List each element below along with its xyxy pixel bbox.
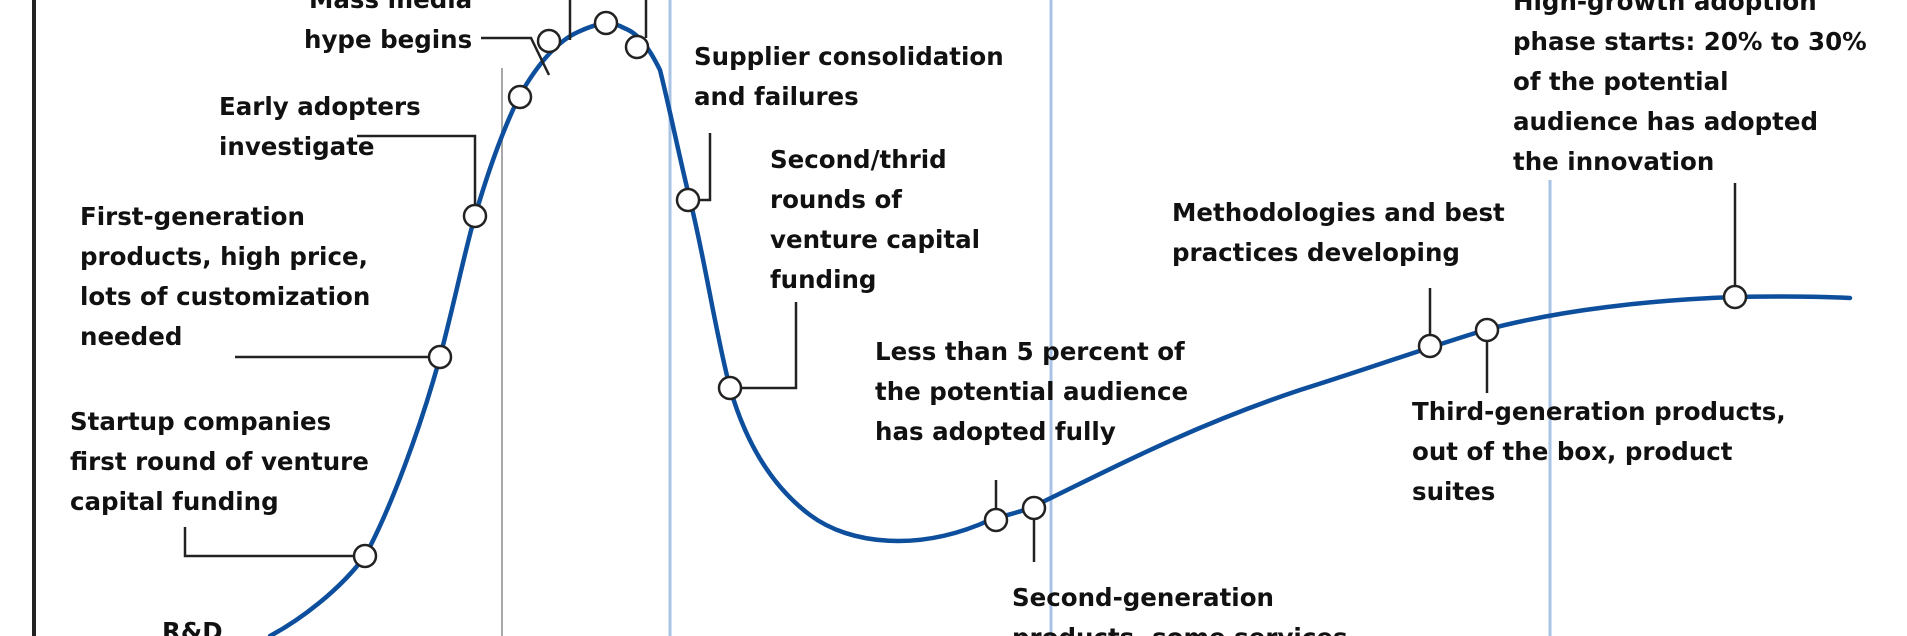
- annotation-line: audience has adopted: [1513, 107, 1819, 136]
- annotation-line: Less than 5 percent of: [875, 337, 1185, 366]
- marker-upper-right: [624, 34, 650, 60]
- marker-upper-left: [536, 28, 562, 54]
- annotation-line: Second-generation: [1012, 583, 1274, 612]
- annotation-line: Startup companies: [70, 407, 332, 436]
- annotation-early-adopters: Early adopters investigate: [219, 87, 421, 167]
- annotation-first-generation: First-generation products, high price, l…: [80, 197, 370, 357]
- leader-early-adopters: [357, 134, 477, 216]
- marker-early-adopters: [462, 203, 488, 229]
- annotation-line: needed: [80, 322, 183, 351]
- marker-second-third: [717, 375, 743, 401]
- annotation-line: Supplier consolidation: [694, 42, 1004, 71]
- marker-high-growth: [1722, 284, 1748, 310]
- annotation-line: phase starts: 20% to 30%: [1513, 27, 1867, 56]
- leader-mass-media: [481, 36, 551, 76]
- annotation-second-third: Second/thrid rounds of venture capital f…: [770, 140, 980, 300]
- annotation-line: rounds of: [770, 185, 902, 214]
- annotation-line: hype begins: [304, 25, 473, 54]
- annotation-line: venture capital: [770, 225, 981, 254]
- marker-third-generation: [1474, 317, 1500, 343]
- annotation-line: suites: [1412, 477, 1496, 506]
- curve-markers: [352, 10, 1748, 569]
- annotation-line: funding: [770, 265, 877, 294]
- marker-peak: [593, 10, 619, 36]
- annotation-methodologies: Methodologies and best practices develop…: [1172, 193, 1505, 273]
- marker-supplier: [675, 187, 701, 213]
- annotation-third-generation: Third-generation products, out of the bo…: [1412, 392, 1786, 512]
- annotation-line: investigate: [219, 132, 375, 161]
- annotation-line: High-growth adoption: [1513, 0, 1817, 16]
- hype-curve: [267, 21, 1853, 636]
- annotation-line: the potential audience: [875, 377, 1189, 406]
- annotation-line: has adopted fully: [875, 417, 1116, 446]
- annotation-line: products, some services: [1012, 618, 1348, 636]
- annotation-line: products, high price,: [80, 242, 368, 271]
- annotation-line: of the potential: [1513, 67, 1729, 96]
- annotation-startup: Startup companies first round of venture…: [70, 402, 369, 522]
- annotation-line: First-generation: [80, 202, 305, 231]
- partial-bottom-left-text: R&D: [162, 612, 223, 636]
- annotation-line: capital funding: [70, 487, 279, 516]
- annotation-line: Second/thrid: [770, 145, 947, 174]
- annotation-line: Early adopters: [219, 92, 421, 121]
- annotation-supplier: Supplier consolidation and failures: [694, 37, 1004, 117]
- leader-second-third: [730, 302, 798, 390]
- annotation-high-growth: High-growth adoption phase starts: 20% t…: [1513, 0, 1867, 182]
- annotation-line: R&D: [162, 617, 223, 636]
- leader-startup: [183, 527, 365, 558]
- marker-second-generation: [1021, 495, 1047, 521]
- marker-mass-media: [507, 84, 533, 110]
- marker-methodologies: [1417, 333, 1443, 359]
- annotation-line: and failures: [694, 82, 859, 111]
- annotation-line: lots of customization: [80, 282, 371, 311]
- marker-first-generation: [427, 344, 453, 370]
- annotation-line: the innovation: [1513, 147, 1715, 176]
- annotation-second-generation: Second-generation products, some service…: [1012, 578, 1348, 636]
- annotation-mass-media: Mass media hype begins: [304, 0, 472, 60]
- annotation-line: Methodologies and best: [1172, 198, 1505, 227]
- annotation-line: first round of venture: [70, 447, 369, 476]
- leader-lines: [183, 0, 1737, 562]
- annotation-line: practices developing: [1172, 238, 1460, 267]
- annotation-line: Mass media: [304, 0, 472, 20]
- annotation-less-than-5: Less than 5 percent of the potential aud…: [875, 332, 1188, 452]
- marker-startup: [352, 543, 378, 569]
- annotation-line: Third-generation products,: [1412, 397, 1786, 426]
- marker-less-than-5: [983, 507, 1009, 533]
- annotation-line: out of the box, product: [1412, 437, 1733, 466]
